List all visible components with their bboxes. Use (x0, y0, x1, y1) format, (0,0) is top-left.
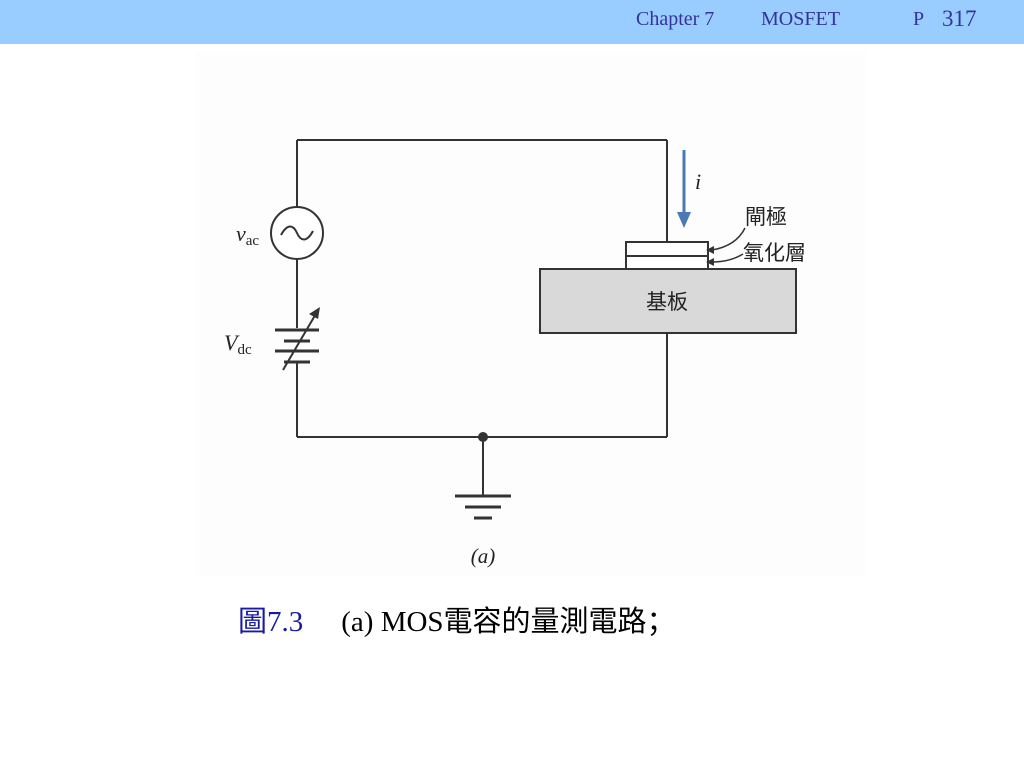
dc-source-plates (275, 328, 319, 364)
junction-dot (478, 432, 488, 442)
caption-text: (a) MOS電容的量測電路； (341, 606, 676, 638)
figure-number: 圖7.3 (238, 606, 304, 638)
variable-arrow-head (309, 307, 320, 319)
oxide-label: 氧化層 (743, 241, 806, 265)
gate-leader-line (711, 227, 746, 251)
gate-leader-arrow (706, 246, 714, 254)
header-page-prefix: P (913, 8, 925, 30)
gate-label: 閘極 (745, 205, 787, 229)
gate-metal (625, 241, 709, 257)
header-subject: MOSFET (761, 8, 840, 30)
header-page-number: 317 (942, 6, 977, 31)
vdc-label: Vdc (224, 330, 252, 358)
oxide-leader-arrow (706, 258, 714, 266)
panel-label: (a) (471, 544, 496, 568)
vac-label: vac (236, 221, 259, 249)
current-label: i (695, 169, 701, 194)
variable-arrow-line (282, 311, 318, 371)
header-bar (0, 0, 1024, 44)
vdc-label-sub: dc (237, 342, 252, 358)
oxide-layer (625, 255, 709, 270)
substrate-block (539, 268, 797, 334)
header-chapter: Chapter 7 (636, 8, 715, 30)
current-arrow-head (677, 212, 691, 228)
mos-capacitor-circuit: vac Vdc i 閘極 氧化層 基板 (a) (224, 139, 806, 568)
vac-label-sub: ac (246, 233, 260, 249)
ground-icon (455, 494, 511, 520)
oxide-leader-line (711, 253, 744, 263)
ac-sine-icon (280, 225, 314, 241)
figure-caption: 圖7.3 (a) MOS電容的量測電路； (238, 598, 676, 640)
figure-panel: vac Vdc i 閘極 氧化層 基板 (a) (196, 52, 866, 576)
substrate-label: 基板 (646, 290, 688, 314)
